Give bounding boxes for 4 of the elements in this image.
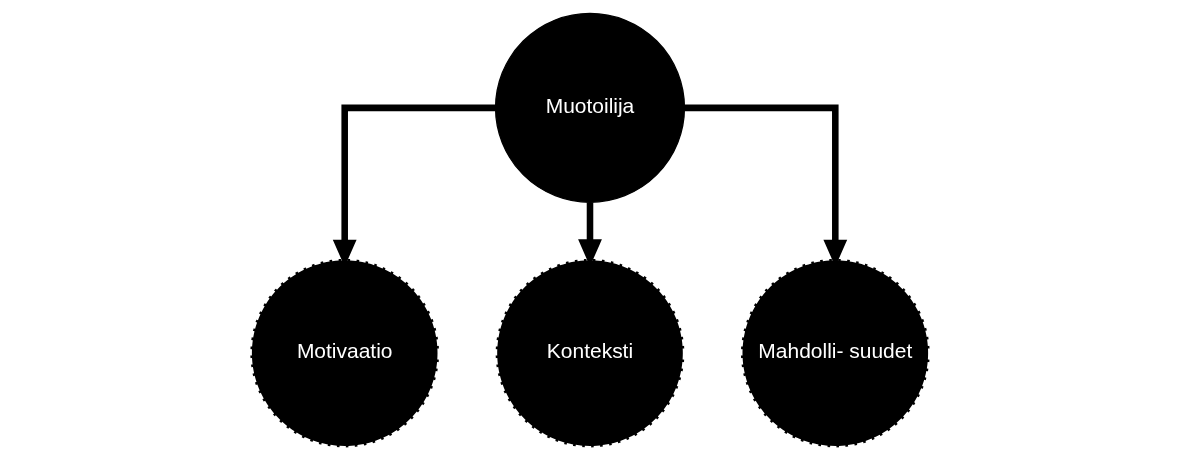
node-circle: Muotoilija bbox=[494, 12, 686, 203]
node-circle: Motivaatio bbox=[248, 257, 441, 450]
node-circle: Konteksti bbox=[493, 257, 687, 450]
node-circle: Mahdolli- suudet bbox=[739, 257, 932, 450]
